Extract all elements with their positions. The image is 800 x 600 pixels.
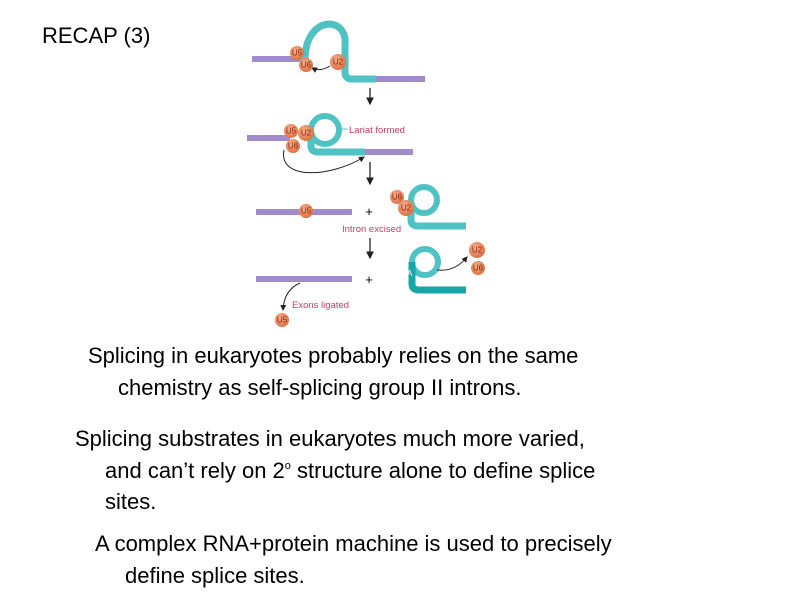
u6-snrnp: U6 bbox=[301, 61, 312, 70]
svg-text:U5: U5 bbox=[286, 127, 297, 136]
svg-text:U6: U6 bbox=[473, 264, 484, 273]
svg-text:U2: U2 bbox=[401, 204, 412, 213]
intron bbox=[301, 20, 376, 83]
stage-2: Lariat formed U5 U2 U6 bbox=[247, 113, 413, 174]
stage-1: U5 U6 U2 bbox=[252, 20, 425, 83]
text-line: Splicing in eukaryotes probably relies o… bbox=[88, 343, 579, 368]
svg-text:U5: U5 bbox=[277, 316, 288, 325]
svg-text:U2: U2 bbox=[472, 246, 483, 255]
exons-ligated-label: Exons ligated bbox=[292, 300, 349, 311]
text-line: and can’t rely on 2o structure alone to … bbox=[105, 458, 596, 483]
svg-text:U6: U6 bbox=[288, 142, 299, 151]
lariat-formed-label: Lariat formed bbox=[349, 125, 405, 136]
text-line: Splicing substrates in eukaryotes much m… bbox=[75, 426, 585, 451]
u2-snrnp: U2 bbox=[333, 58, 344, 67]
svg-text:U6: U6 bbox=[392, 193, 403, 202]
slide-title: RECAP (3) bbox=[42, 23, 151, 48]
text-line: chemistry as self-splicing group II intr… bbox=[118, 375, 522, 400]
svg-text:U5: U5 bbox=[301, 207, 312, 216]
stage-3: U5 + U6 U2 Intron excised bbox=[256, 184, 466, 235]
svg-text:A: A bbox=[407, 269, 413, 278]
text-line: A complex RNA+protein machine is used to… bbox=[95, 531, 612, 556]
svg-text:+: + bbox=[365, 272, 373, 287]
svg-text:U2: U2 bbox=[301, 129, 312, 138]
stage-4: + A U2 U6 U5 Exons ligated bbox=[256, 242, 485, 327]
u5-snrnp: U5 bbox=[292, 49, 303, 58]
text-line: define splice sites. bbox=[125, 563, 305, 588]
svg-text:+: + bbox=[365, 204, 373, 219]
intron-excised-label: Intron excised bbox=[342, 224, 401, 235]
text-line: sites. bbox=[105, 489, 157, 514]
